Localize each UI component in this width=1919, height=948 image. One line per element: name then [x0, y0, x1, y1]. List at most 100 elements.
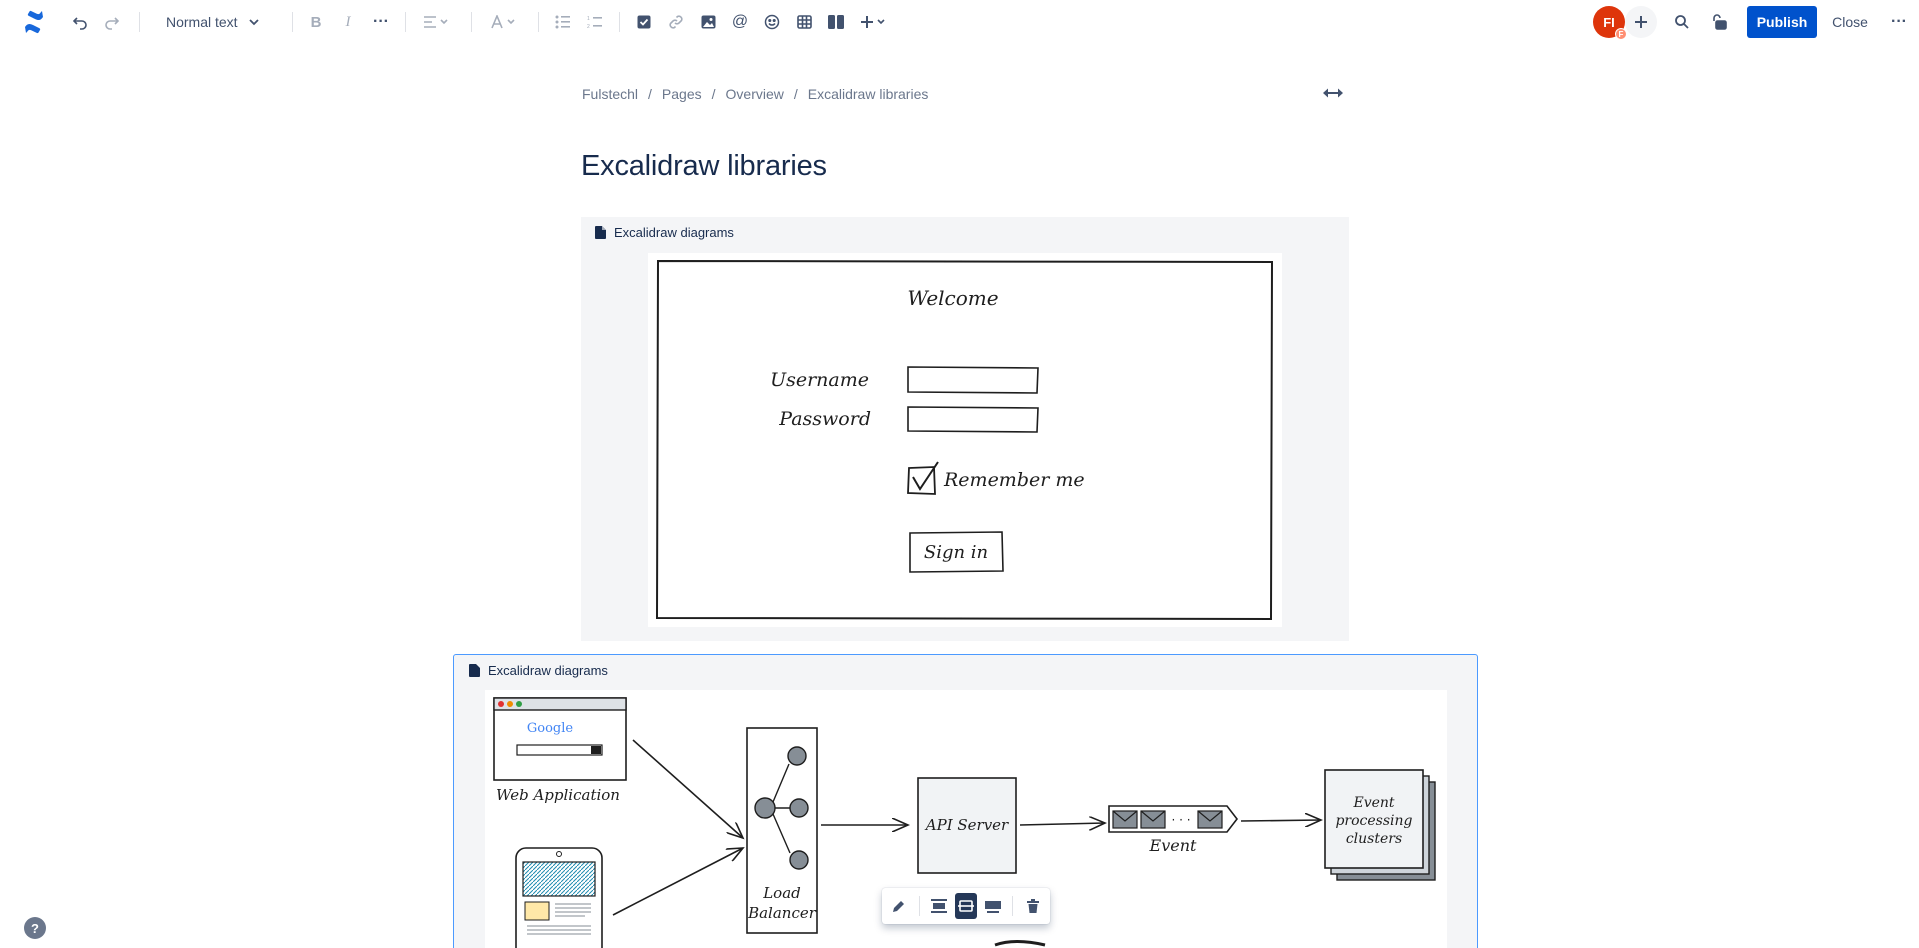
help-icon[interactable]: ?	[24, 917, 46, 939]
redo-icon[interactable]	[98, 8, 126, 36]
chevron-down-icon	[248, 19, 259, 26]
macro-title: Excalidraw diagrams	[488, 663, 608, 678]
macro-header: Excalidraw diagrams	[469, 663, 608, 678]
macro-floating-toolbar	[882, 888, 1050, 924]
svg-text:2: 2	[587, 24, 590, 29]
table-icon[interactable]	[790, 8, 818, 36]
excalidraw-macro[interactable]: Excalidraw diagrams Welcome Username Pas…	[581, 217, 1349, 641]
layout-center-icon[interactable]	[954, 893, 978, 919]
wireframe-frame	[655, 259, 1274, 621]
load-balancer-label-2: Balancer	[747, 904, 817, 922]
breadcrumb-separator: /	[648, 86, 652, 102]
event-queue-node: · · · Event	[1108, 805, 1239, 855]
confluence-logo-icon[interactable]	[20, 8, 48, 36]
layout-wide-icon[interactable]	[981, 893, 1004, 919]
toolbar-divider	[619, 12, 620, 32]
api-server-label: API Server	[924, 816, 1009, 834]
username-label: Username	[770, 369, 869, 391]
checkmark	[912, 461, 939, 491]
web-application-node: Google Web Application	[493, 697, 627, 804]
breadcrumb-separator: /	[711, 86, 716, 102]
breadcrumb: Fulstechl / Pages / Overview / Excalidra…	[582, 84, 928, 104]
link-icon[interactable]	[662, 8, 690, 36]
macro-title: Excalidraw diagrams	[614, 225, 734, 240]
diagram-canvas[interactable]: Welcome Username Password Remember me Si…	[648, 253, 1282, 627]
macro-header: Excalidraw diagrams	[595, 225, 734, 240]
clusters-label-1: Event	[1352, 795, 1394, 811]
clusters-label-2: processing	[1335, 813, 1412, 829]
text-style-value: Normal text	[166, 14, 238, 30]
invite-plus-icon[interactable]	[1625, 6, 1657, 38]
restrictions-unlock-icon[interactable]	[1706, 8, 1734, 36]
search-icon[interactable]	[1668, 8, 1696, 36]
event-clusters-node: Event processing clusters	[1324, 769, 1436, 881]
breadcrumb-space[interactable]: Fulstechl	[582, 86, 639, 102]
remember-checkbox	[907, 466, 936, 495]
page-title[interactable]: Excalidraw libraries	[581, 150, 827, 182]
alignment-icon[interactable]	[419, 8, 453, 36]
toolbar-divider	[1012, 896, 1014, 916]
undo-icon[interactable]	[66, 8, 94, 36]
svg-text:1: 1	[587, 16, 590, 22]
publish-button[interactable]: Publish	[1747, 6, 1817, 38]
password-label: Password	[778, 408, 871, 430]
breadcrumb-pages[interactable]: Pages	[661, 86, 702, 102]
text-color-icon[interactable]	[486, 8, 520, 36]
insert-more-icon[interactable]	[856, 8, 890, 36]
delete-trash-icon[interactable]	[1021, 893, 1044, 919]
api-server-node: API Server	[917, 777, 1017, 874]
svg-text:· · ·: · · ·	[1171, 813, 1190, 827]
more-actions-icon[interactable]: ···	[1891, 13, 1907, 30]
breadcrumb-overview[interactable]: Overview	[725, 86, 784, 102]
page-icon	[469, 664, 480, 677]
sign-in-button	[909, 531, 1004, 573]
toolbar-divider	[292, 12, 293, 32]
italic-icon[interactable]: I	[345, 13, 351, 30]
arrow-event-to-clusters	[1240, 820, 1321, 821]
arrow-mobile-to-lb	[612, 848, 743, 916]
partial-shape	[994, 940, 1046, 947]
architecture-diagram: Google Web Application	[493, 697, 1436, 948]
action-item-icon[interactable]	[630, 8, 658, 36]
avatar-badge: F	[1615, 28, 1627, 40]
edit-pencil-icon[interactable]	[888, 893, 911, 919]
load-balancer-node: Load Balancer	[746, 727, 818, 934]
layouts-icon[interactable]	[822, 8, 850, 36]
google-logo-text: Google	[527, 721, 574, 736]
align-left-icon[interactable]	[928, 893, 951, 919]
load-balancer-label-1: Load	[762, 884, 801, 902]
avatar-initials: FI	[1603, 14, 1615, 30]
event-label: Event	[1149, 836, 1197, 855]
toolbar-divider	[139, 12, 140, 32]
bullet-list-icon[interactable]	[549, 8, 577, 36]
remember-label: Remember me	[943, 469, 1085, 491]
text-style-select[interactable]: Normal text	[156, 8, 270, 36]
emoji-icon[interactable]	[758, 8, 786, 36]
avatar[interactable]: FI F	[1593, 6, 1627, 40]
arrow-web-to-lb	[632, 739, 743, 838]
mobile-app-node	[515, 847, 603, 948]
mention-icon[interactable]: @	[731, 13, 749, 30]
breadcrumb-separator: /	[793, 86, 798, 102]
close-button[interactable]: Close	[1832, 14, 1868, 30]
sign-in-label: Sign in	[924, 542, 988, 563]
image-icon[interactable]	[694, 8, 722, 36]
bold-icon[interactable]: B	[310, 13, 322, 31]
expand-width-icon[interactable]	[1320, 82, 1346, 104]
web-application-label: Web Application	[496, 786, 620, 804]
toolbar-divider	[538, 12, 539, 32]
wireframe-heading: Welcome	[907, 286, 998, 310]
login-wireframe-diagram: Welcome Username Password Remember me Si…	[655, 259, 1274, 621]
username-field	[907, 366, 1039, 394]
toolbar-divider	[918, 896, 920, 916]
clusters-label-3: clusters	[1346, 831, 1402, 847]
toolbar-divider	[405, 12, 406, 32]
more-formatting-icon[interactable]: ···	[373, 13, 389, 30]
page-icon	[595, 226, 606, 239]
password-field	[907, 406, 1039, 433]
breadcrumb-current[interactable]: Excalidraw libraries	[807, 86, 929, 102]
arrow-api-to-event	[1019, 823, 1105, 825]
toolbar-divider	[471, 12, 472, 32]
